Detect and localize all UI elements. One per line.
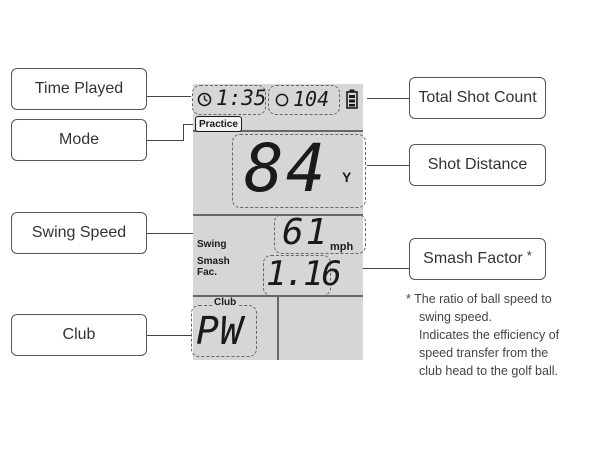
smash-label-2: Fac. [197, 267, 218, 278]
label-mode: Mode [11, 119, 147, 161]
label-swing-speed-text: Swing Speed [31, 224, 127, 241]
connector-count [367, 98, 409, 100]
connector-club [147, 335, 191, 337]
connector-mode-h2 [183, 124, 195, 126]
label-swing-speed: Swing Speed [11, 212, 147, 254]
mode-value: Practice [199, 118, 238, 130]
time-highlight [192, 85, 266, 115]
swing-speed-highlight [274, 214, 366, 254]
distance-highlight [232, 134, 366, 208]
distance-unit: Y [342, 169, 352, 185]
label-smash-factor: Smash Factor * [409, 238, 546, 280]
smash-label-1: Smash [197, 256, 230, 267]
label-shot-distance-text: Shot Distance [427, 156, 528, 173]
label-time-played: Time Played [11, 68, 147, 110]
club-label: Club [212, 297, 239, 309]
clock-icon [197, 92, 212, 107]
label-smash-factor-mark: * [526, 247, 532, 263]
label-total-shot-count: Total Shot Count [409, 77, 546, 119]
note-line-4: speed transfer from the [419, 346, 549, 360]
battery-icon [346, 89, 358, 109]
label-time-played-text: Time Played [34, 80, 124, 97]
connector-smash [330, 268, 409, 270]
label-smash-factor-text: Smash Factor [423, 250, 523, 267]
connector-time [147, 96, 191, 98]
label-total-shot-count-text: Total Shot Count [418, 89, 537, 106]
swing-label: Swing [197, 239, 227, 250]
mode-badge: Practice [195, 116, 242, 132]
swing-speed-value: 61 [282, 212, 330, 253]
label-club-text: Club [62, 326, 96, 343]
note-line-5: club head to the golf ball. [419, 364, 558, 378]
label-mode-text: Mode [58, 131, 100, 148]
smash-factor-highlight [263, 255, 331, 296]
lcd-divider-vert [277, 295, 279, 360]
club-value: PW [196, 309, 244, 353]
connector-mode-v [183, 124, 185, 141]
shot-count-highlight [268, 85, 340, 115]
connector-mode [147, 140, 183, 142]
label-club: Club [11, 314, 147, 356]
note-line-3: Indicates the efficiency of [419, 328, 560, 342]
ball-icon [275, 93, 289, 107]
smash-factor-note: * The ratio of ball speed to swing speed… [406, 290, 598, 380]
label-shot-distance: Shot Distance [409, 144, 546, 186]
note-line-2: swing speed. [419, 310, 492, 324]
time-value: 1:35 [216, 86, 267, 110]
note-line-1: * The ratio of ball speed to [406, 292, 552, 306]
smash-factor-value: 1.16 [266, 254, 342, 294]
distance-value: 84 [244, 130, 328, 207]
shot-count-value: 104 [293, 87, 330, 111]
swing-speed-unit: mph [330, 241, 354, 253]
connector-distance [367, 165, 409, 167]
lcd-divider-top [193, 130, 363, 132]
